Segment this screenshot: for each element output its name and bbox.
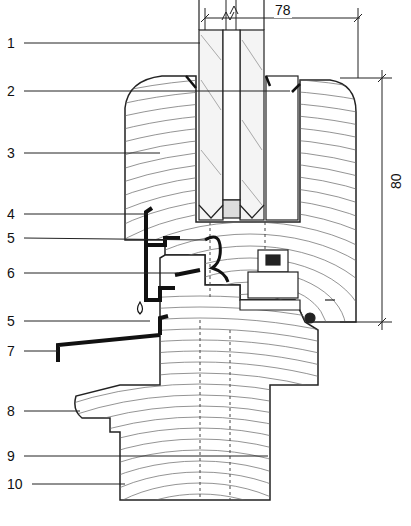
wood-grain bbox=[77, 222, 411, 438]
wood-grain bbox=[212, 306, 289, 354]
sill-cover bbox=[58, 316, 168, 362]
callout-number: 1 bbox=[6, 35, 16, 51]
wood-grain bbox=[0, 384, 411, 526]
glue-line bbox=[210, 222, 211, 300]
callout-number: 3 bbox=[6, 145, 16, 161]
callout-number: 10 bbox=[6, 476, 24, 492]
glue-line bbox=[230, 330, 231, 500]
callout-number: 2 bbox=[6, 83, 16, 99]
wood-grain bbox=[116, 246, 385, 414]
wood-grain bbox=[0, 296, 411, 526]
wood-grain bbox=[0, 162, 411, 498]
callout-number: 7 bbox=[6, 343, 16, 359]
wood-grain bbox=[130, 516, 271, 526]
wood-grain bbox=[0, 406, 411, 526]
wood-grain bbox=[0, 373, 411, 526]
wood-grain bbox=[0, 329, 411, 526]
wood-grain bbox=[192, 294, 307, 366]
insulated-glass bbox=[199, 30, 298, 220]
glazing-seal bbox=[186, 76, 300, 92]
dimension-value: 80 bbox=[388, 172, 404, 190]
wood-grain bbox=[94, 494, 305, 526]
wood-grain bbox=[0, 362, 411, 526]
callout-number: 5 bbox=[6, 313, 16, 329]
wood-grain bbox=[154, 270, 346, 390]
leader-lines bbox=[24, 43, 290, 484]
wood-grain bbox=[96, 234, 403, 426]
wood-grain bbox=[20, 186, 411, 474]
weather-profile bbox=[146, 208, 200, 300]
wood-grain bbox=[0, 395, 411, 526]
callout-number: 9 bbox=[6, 448, 16, 464]
dimension-value: 78 bbox=[274, 2, 292, 18]
callout-number: 4 bbox=[6, 206, 16, 222]
frame-wood bbox=[75, 255, 318, 500]
callout-number: 5 bbox=[6, 230, 16, 246]
wood-grain bbox=[0, 417, 411, 526]
wood-grain bbox=[0, 428, 411, 526]
wood-grain bbox=[0, 340, 411, 526]
dimension-lines bbox=[201, 8, 392, 330]
wood-grain bbox=[0, 318, 411, 526]
hardware bbox=[240, 250, 335, 323]
drip-drop bbox=[138, 302, 143, 314]
wood-grain bbox=[59, 472, 341, 526]
glue-line bbox=[200, 320, 201, 500]
callout-number: 8 bbox=[6, 403, 16, 419]
wood-grain bbox=[112, 505, 288, 526]
wood-grain bbox=[39, 198, 411, 462]
gasket bbox=[205, 237, 228, 282]
wood-grain bbox=[0, 351, 411, 526]
wood-grain bbox=[0, 307, 411, 526]
callout-number: 6 bbox=[6, 265, 16, 281]
